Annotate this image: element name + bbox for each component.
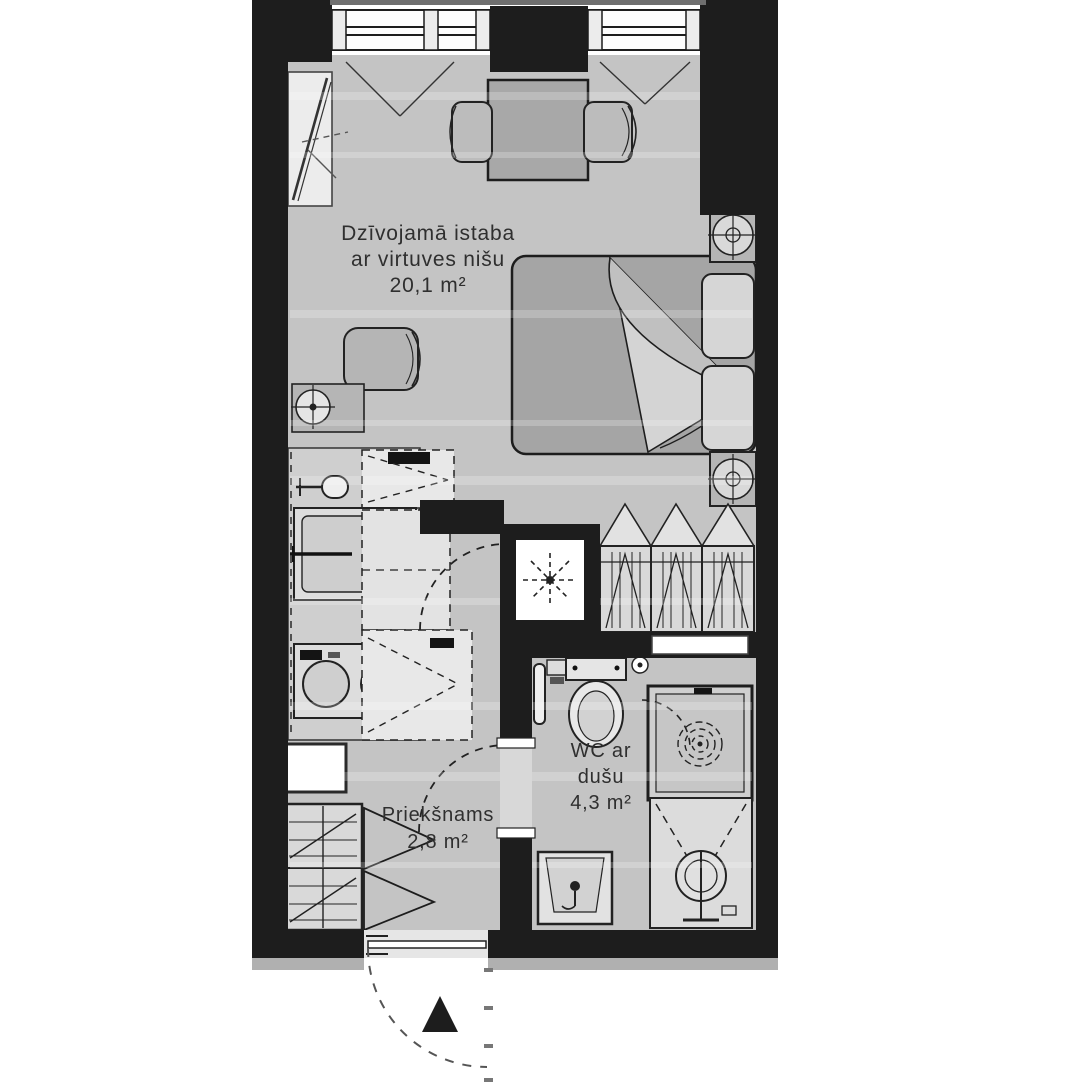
labels: Dzīvojamā istaba ar virtuves nišu 20,1 m… [341,222,632,853]
wardrobe-icon [599,502,755,633]
living-room-label: Dzīvojamā istaba [341,222,515,245]
window-opening-marks [345,61,691,117]
door-frame-ticks [484,968,493,1082]
shoe-cabinet-icon [282,802,364,932]
door-swing-arc [419,543,507,631]
exterior-bottom-line [488,958,778,970]
table-lamp-icon [708,454,758,504]
shower-icon [646,684,754,802]
towel-radiator-icon [533,663,546,725]
living-room-label: ar virtuves nišu [351,248,505,271]
spotlight-icon [631,656,649,674]
wall-niche [651,635,749,655]
ventilation-shaft [516,540,584,620]
washing-machine-icon [649,797,753,929]
living-room-area: 20,1 m² [390,274,467,297]
entrance-door [367,940,487,949]
nightstand-icon [708,451,758,507]
shower-door-arc [641,699,691,749]
hall-area: 2,8 m² [407,831,468,853]
cabinet-door-swing [363,869,437,932]
mirror-icon [282,742,348,794]
living-room-area [287,71,758,507]
chair-icon [583,101,637,163]
wc-area: 4,3 m² [570,792,631,814]
top-left-wall [252,0,332,62]
bottom-wall-left [252,930,364,960]
passage-wall [420,500,504,534]
pillow-icon [701,365,755,451]
washbasin-icon [536,850,614,926]
exterior-top-line [330,0,706,5]
kitchen-cabinets-icon [361,629,473,741]
bottom-wall-right [488,930,778,960]
wc-area [533,656,754,929]
nightstand-icon [708,207,758,263]
wc-label: WC ar [571,740,632,762]
wc-label: dušu [578,766,625,788]
windows [331,9,701,117]
wc-door-arc [418,744,507,833]
radiator-icon [287,71,349,207]
floor-lamp-icon [291,385,335,429]
exterior-bottom-line [252,958,364,970]
armchair-icon [343,327,421,391]
fridge-icon [361,449,455,509]
toilet-paper-holder-icon [546,659,568,684]
kitchen-area [287,447,473,741]
hall-area [282,742,437,932]
window-pillar [490,6,588,72]
hall-wc-wall-upper [500,636,532,746]
toilet-icon [565,657,627,748]
left-wall [252,0,288,962]
window-1 [331,9,491,51]
cabinet-door-swing [363,806,437,871]
chair-icon [449,101,493,163]
entrance [364,930,493,1082]
hall-wc-wall-lower [500,830,532,930]
hall-label: Priekšnams [382,804,494,826]
pillow-icon [701,273,755,359]
entrance-arrow-icon [422,996,458,1032]
wc-door [496,737,536,839]
kitchen-tap-icon [296,475,349,499]
entrance-door-arc [367,947,488,1068]
window-2 [587,9,701,51]
dining-table-icon [486,78,590,182]
right-wall [756,0,778,962]
